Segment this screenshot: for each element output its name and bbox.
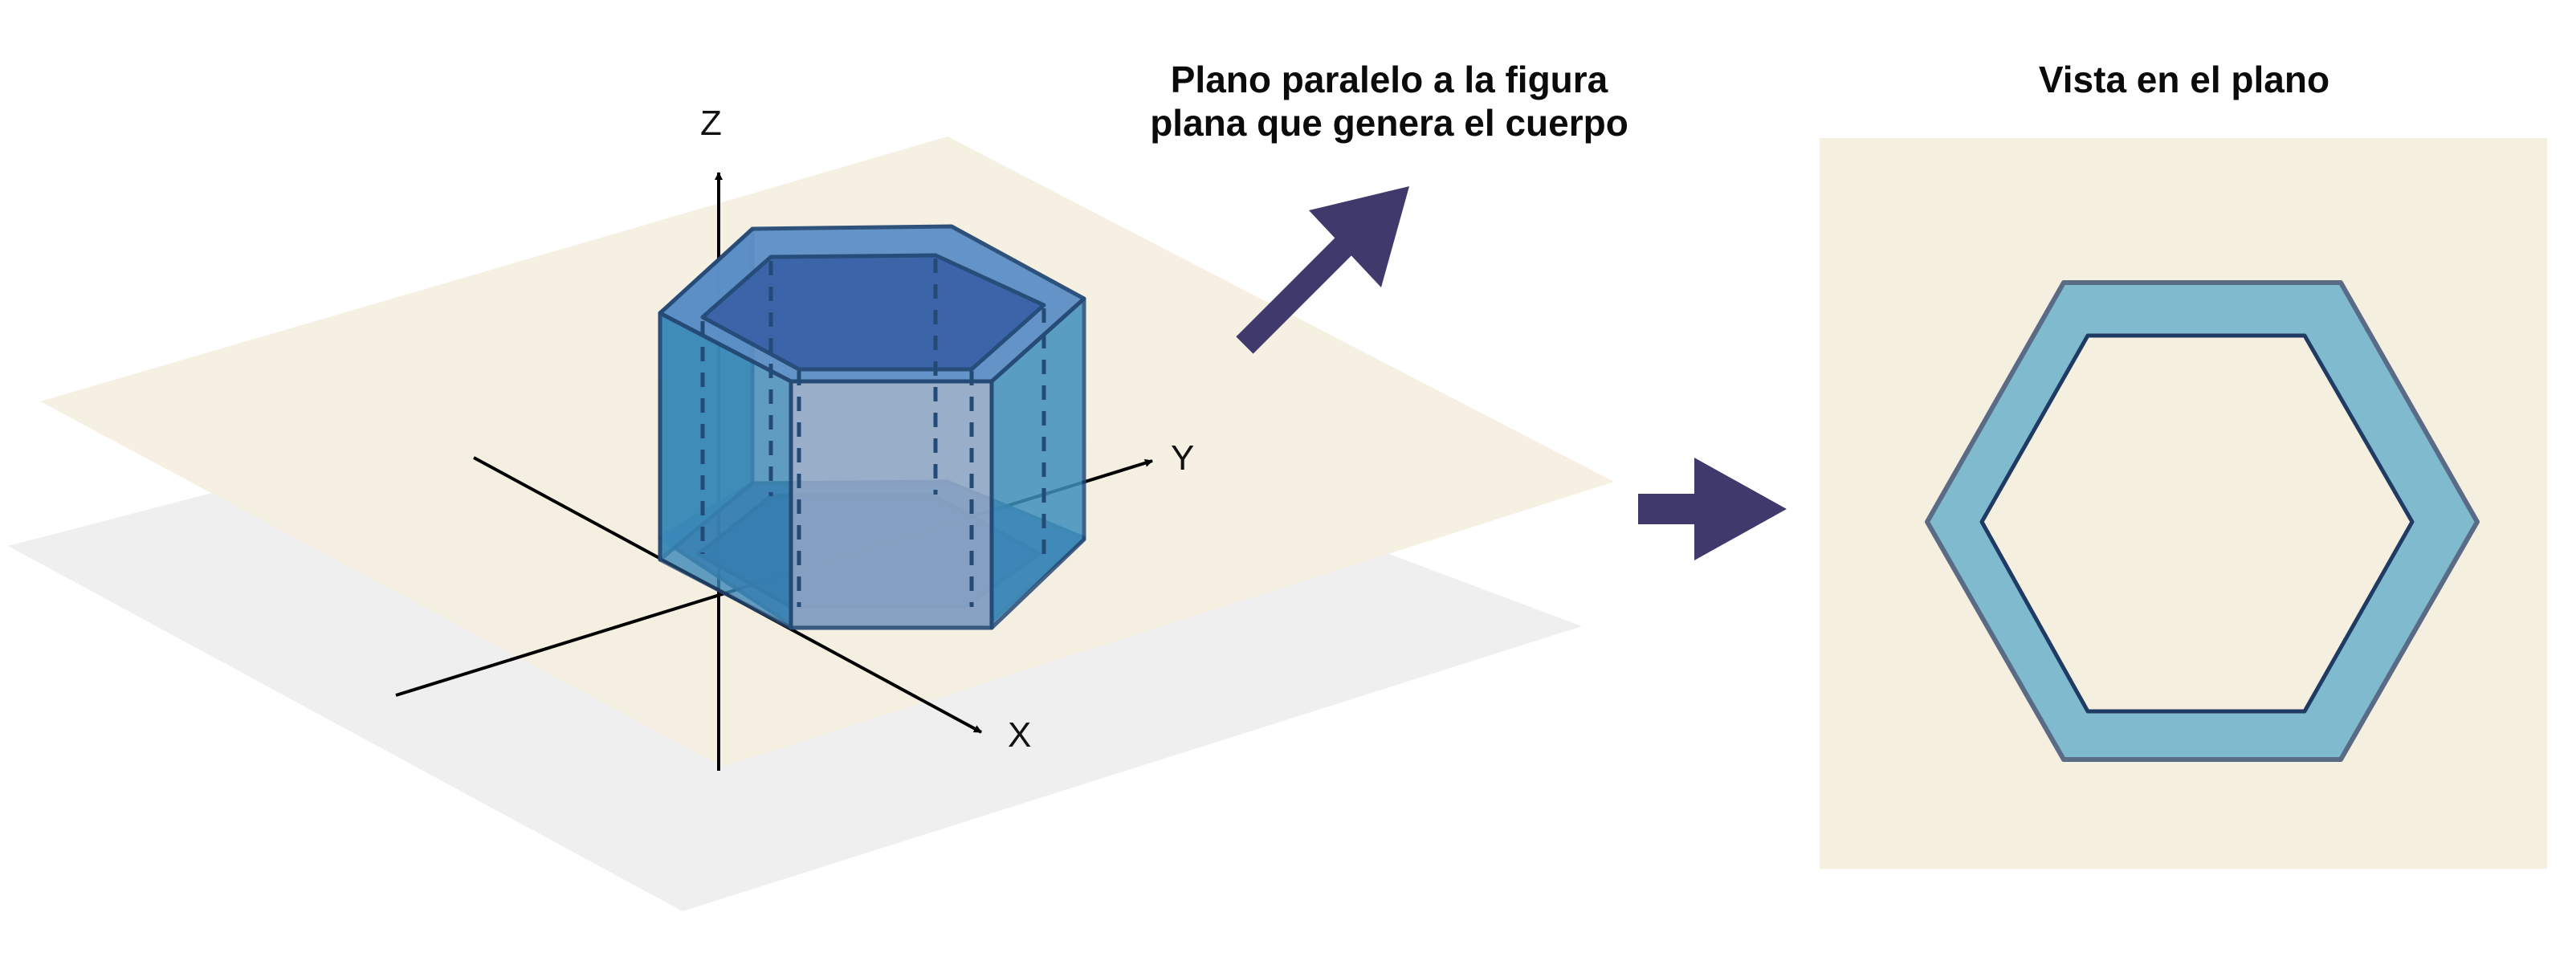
- diagram-title-view: Vista en el plano: [2038, 59, 2330, 100]
- hexagon-view: [1925, 280, 2480, 762]
- hexagonal-prism: [658, 224, 1086, 630]
- prism-top-inner: [700, 253, 1046, 372]
- diagram-title-plane: Plano paralelo a la figura plana que gen…: [1044, 58, 1734, 145]
- prism-hidden-edges: [700, 259, 1046, 607]
- diagonal-arrow-icon: [1236, 186, 1409, 354]
- title-line-1: Plano paralelo a la figura: [1170, 59, 1608, 100]
- title-line-2: plana que genera el cuerpo: [1150, 102, 1628, 144]
- x-axis-label: X: [1008, 715, 1031, 755]
- y-axis-label: Y: [1171, 438, 1194, 478]
- hexagon-inner: [1979, 333, 2415, 714]
- z-axis-label: Z: [700, 104, 722, 143]
- right-arrow-icon: [1638, 458, 1787, 560]
- prism-front-face: [789, 379, 994, 630]
